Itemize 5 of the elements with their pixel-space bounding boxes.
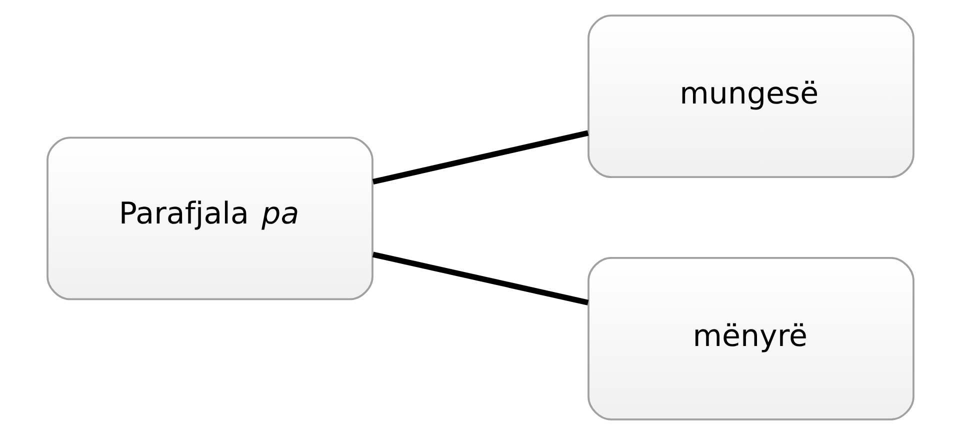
node-box: Parafjala pa (46, 136, 374, 300)
connector (372, 130, 589, 185)
node-box: mungesë (588, 14, 914, 178)
node-box: mënyrë (588, 256, 914, 420)
connector (372, 252, 589, 306)
